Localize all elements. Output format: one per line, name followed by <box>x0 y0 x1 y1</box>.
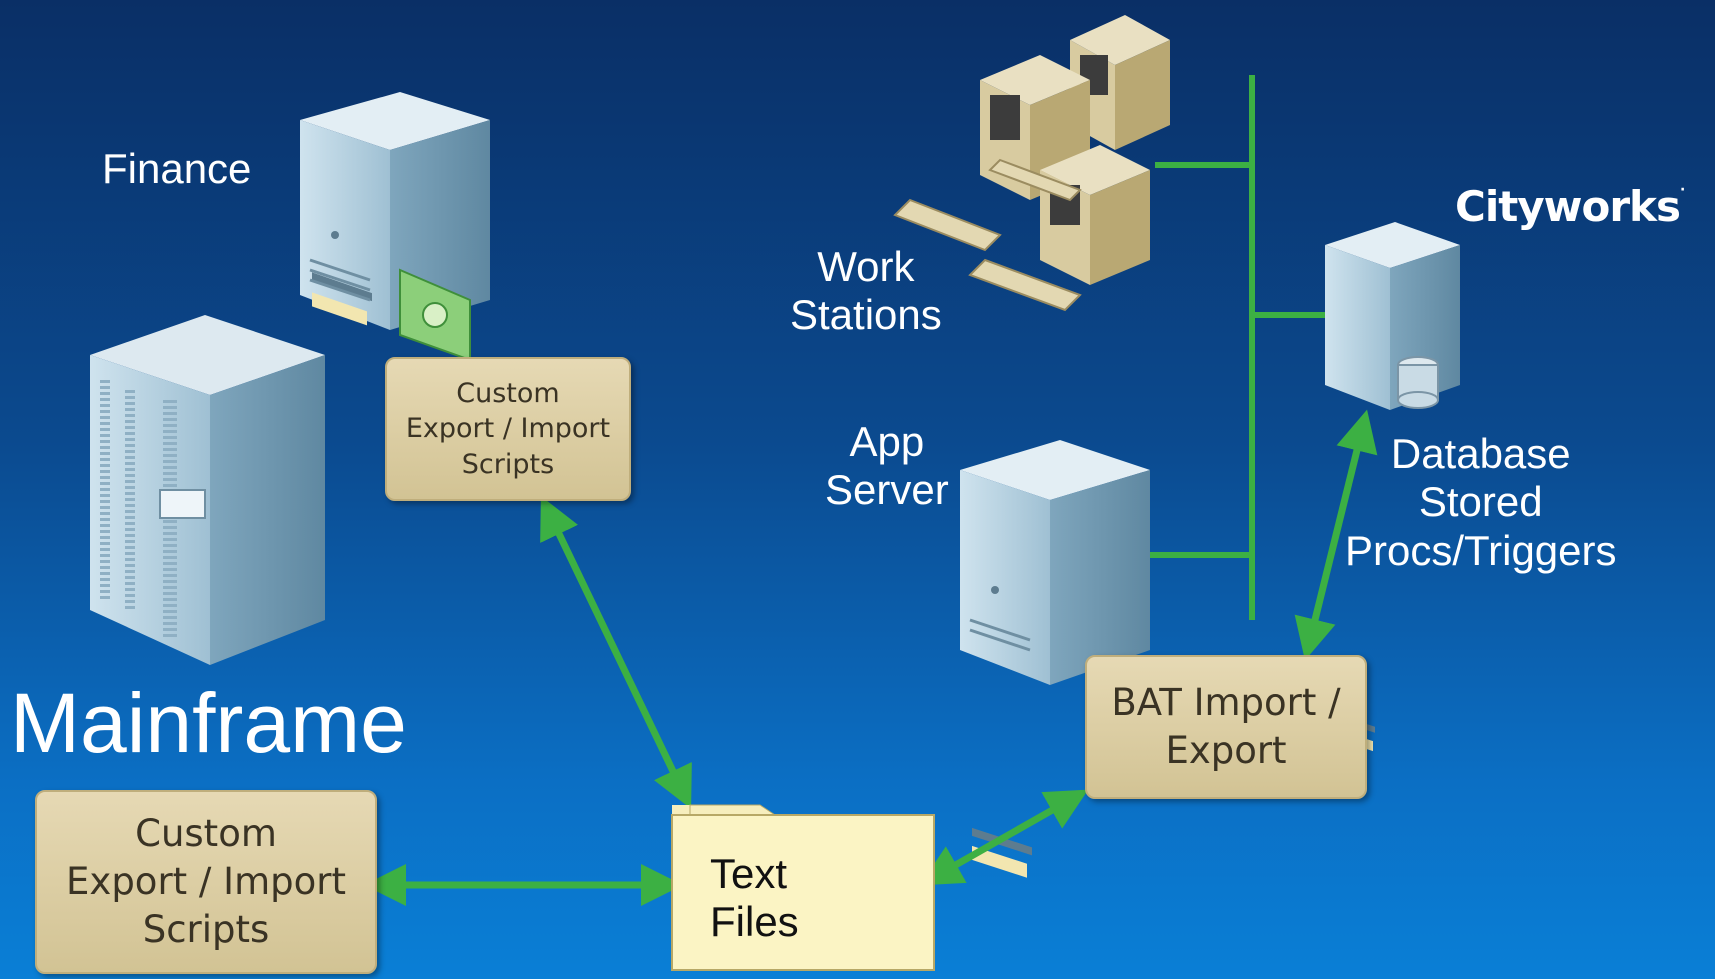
finance-scripts-box: Custom Export / Import Scripts <box>385 357 631 501</box>
finance-label: Finance <box>102 145 252 192</box>
finance-scripts-line3: Scripts <box>461 448 555 480</box>
workstations-icon <box>893 15 1170 312</box>
finance-server-icon <box>300 92 490 330</box>
finance-scripts-line1: Custom <box>456 378 560 410</box>
text-files-label: Text Files <box>710 850 799 947</box>
database-label-line2: Stored <box>1418 478 1543 526</box>
bat-import-line1: BAT Import / <box>1111 680 1341 724</box>
database-label-line1: Database <box>1390 430 1571 477</box>
cityworks-logo-text: Cityworks <box>1455 182 1681 231</box>
text-files-line1: Text <box>710 850 788 897</box>
mainframe-label: Mainframe <box>10 676 407 770</box>
app-server-label-line1: App <box>849 418 925 465</box>
work-stations-label: Work Stations <box>790 243 942 340</box>
app-server-label: App Server <box>825 418 949 515</box>
mainframe-icon <box>90 315 325 665</box>
mainframe-scripts-box: Custom Export / Import Scripts <box>35 790 377 974</box>
arrow-bat-to-database <box>1294 409 1378 661</box>
text-files-line2: Files <box>710 898 799 946</box>
mainframe-scripts-line2: Export / Import <box>66 859 346 903</box>
arrow-textfiles-to-bat <box>919 789 1089 886</box>
folder-icon <box>671 804 935 971</box>
database-label-line3: Procs/Triggers <box>1345 526 1617 574</box>
arrow-scripts-to-textfiles <box>540 496 692 809</box>
bat-import-export-box: BAT Import / Export <box>1085 655 1367 799</box>
connector-arrows <box>364 409 1378 906</box>
network-bus <box>1150 75 1325 620</box>
work-stations-label-line2: Stations <box>790 291 942 339</box>
bat-import-line2: Export <box>1165 729 1287 772</box>
app-server-label-line2: Server <box>825 466 949 514</box>
mainframe-scripts-line3: Scripts <box>142 908 270 952</box>
database-label: Database Stored Procs/Triggers <box>1345 430 1617 575</box>
finance-scripts-line2: Export / Import <box>405 413 611 445</box>
work-stations-label-line1: Work <box>817 243 915 290</box>
cityworks-logo: Cityworks· <box>1455 182 1685 231</box>
mainframe-scripts-line1: Custom <box>135 811 277 855</box>
